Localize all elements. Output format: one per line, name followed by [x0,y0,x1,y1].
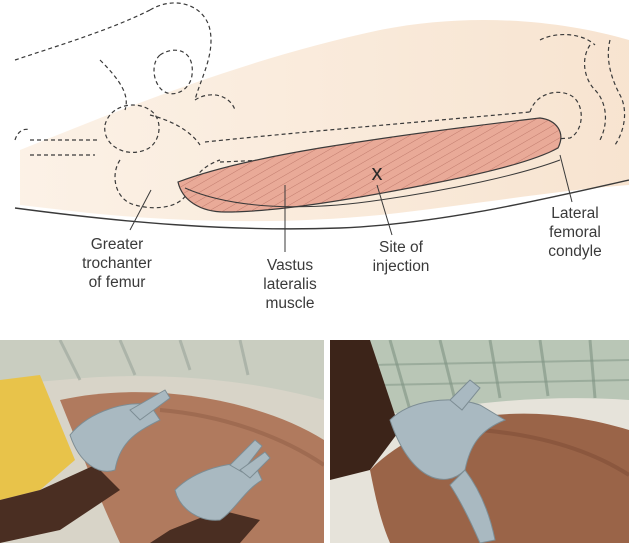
label-lateral-femoral-condyle: Lateral femoral condyle [530,204,620,261]
label-greater-trochanter: Greater trochanter of femur [67,235,167,292]
label-site-of-injection: Site of injection [356,238,446,276]
label-vastus-lateralis: Vastus lateralis muscle [245,256,335,313]
photo-left [0,340,324,543]
photo-right [330,340,629,543]
injection-site-marker: x [372,160,383,185]
